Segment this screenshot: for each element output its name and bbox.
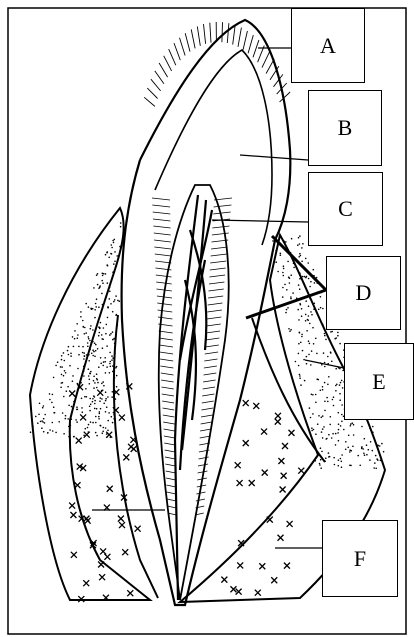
root-outline [122,160,275,605]
pointer-b [240,155,308,160]
label-e: E [344,343,414,420]
label-c: C [308,172,383,246]
label-d: D [326,256,401,330]
pointer-c [212,220,308,222]
label-a: A [291,8,365,83]
dentin-outline [155,50,272,245]
label-f: F [322,520,398,597]
periodontal-line-left [114,315,158,598]
periodontal-line-right [252,318,325,462]
enamel-hatching [144,22,290,106]
pulp-canals [175,195,212,600]
label-b: B [308,90,382,166]
pulp-outline [159,185,229,600]
